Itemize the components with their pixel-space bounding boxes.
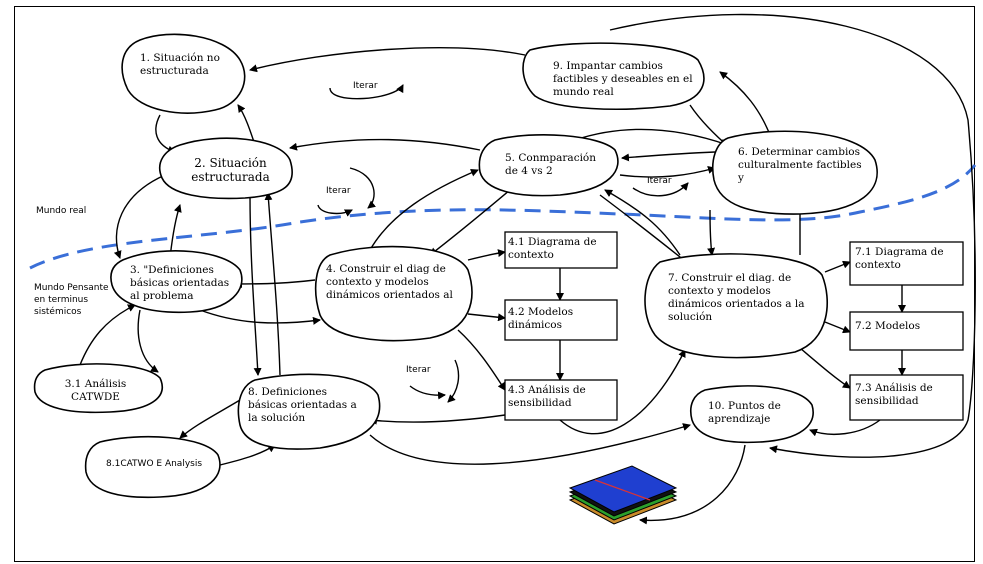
edge-4-41 [467,249,506,261]
node-9-label: 9. Impantar cambios factibles y deseable… [553,60,693,98]
node-7-label: 7. Construir el diag. de contexto y mode… [668,272,805,323]
edge-7-73 [799,347,851,389]
node-6-label: 6. Determinar cambios culturalmente fact… [738,146,862,184]
node-31-shape [33,363,163,414]
node-8-label: 8. Definiciones básicas orientadas a la … [248,386,357,424]
edge-6-7 [707,209,716,256]
node-3-label: 3. "Definiciones básicas orientadas al p… [130,264,230,302]
iterate-loop-icon [447,359,460,403]
node-4-label: 4. Construir el diag de contexto y model… [326,263,453,301]
real-world-label: Mundo real [36,206,87,216]
edge-6-9 [719,71,771,136]
book-stack-icon [568,465,678,525]
iterate-loop-icon [632,182,689,197]
edge-4-5 [369,169,479,251]
systemic-world-label: Mundo Pensante en terminus sistémicos [34,283,109,317]
node-71-label: 7.1 Diagrama de contexto [855,246,944,271]
node-1-shape [121,33,246,114]
edge-6-5 [621,151,716,162]
node-72-label: 7.2 Modelos [855,320,921,332]
node-2-shape [158,137,294,200]
edge-8-2 [264,192,281,376]
iterate-loop-icon [349,167,376,209]
edge-4-42 [467,313,506,322]
iterate-loop-icon [329,84,404,100]
node-1-label: 1. Situación no estructurada [140,52,220,77]
edge-31-3 [79,304,136,366]
node-7-shape [644,253,828,359]
edge-10-book [639,444,746,525]
edge-4-3 [234,279,316,288]
iterate-loop-icon [317,204,353,217]
iterate-label: Iterar [406,365,431,375]
iterate-label: Iterar [647,176,672,186]
iterate-label: Iterar [326,186,351,196]
edge-9-1 [249,47,526,73]
node-42-label: 4.2 Modelos dinámicos [508,306,574,331]
edge-7-72 [824,321,851,334]
edge-3-31 [137,309,159,373]
edge-2-8 [249,194,262,376]
node-9-shape [522,42,705,110]
node-41-shape [504,231,618,269]
node-6-shape [712,130,878,215]
node-8-shape [237,373,381,450]
edge-7-5 [604,189,681,256]
node-72-shape [849,311,964,351]
edge-73-10 [809,419,881,437]
node-41-label: 4.1 Diagrama de contexto [508,236,597,261]
node-5-shape [478,134,619,197]
node-4-shape [314,245,473,342]
edge-5-6 [619,166,716,178]
node-71-shape [849,241,964,286]
edge-1-2 [155,114,176,154]
node-10-label: 10. Puntos de aprendizaje [708,400,781,425]
edge-7-71 [824,260,851,273]
node-10-shape [689,385,814,444]
edge-5-2 [289,138,481,151]
node-43-label: 4.3 Análisis de sensibilidad [508,384,586,409]
node-81-label: 8.1CATWO E Analysis [106,459,203,469]
edge-5-4 [429,189,511,256]
edge-43-8 [369,414,506,425]
iterate-label: Iterar [353,81,378,91]
edge-4-43 [457,329,506,391]
iterate-loop-icon [409,385,446,400]
edge-2-6 [574,128,729,147]
node-42-shape [504,299,618,341]
edge-81-8 [219,444,276,466]
node-43-shape [504,379,618,421]
node-5-label: 5. Conmparación de 4 vs 2 [505,152,597,177]
edge-outer-10 [609,13,976,458]
edge-8-10 [369,423,691,465]
edge-43-7 [559,349,686,435]
node-2-label: 2. Situación estructurada [191,156,270,184]
node-81-shape [84,435,221,499]
node-73-label: 7.3 Análisis de sensibilidad [855,382,933,407]
edge-3-4 [199,309,321,325]
diagram-frame [14,6,975,562]
node-3-shape [110,250,243,314]
node-31-label: 3.1 Análisis CATWDE [64,378,127,403]
edge-2-3 [113,174,166,259]
node-73-shape [849,374,964,421]
edge-8-81 [179,399,241,439]
world-divider [29,164,977,270]
